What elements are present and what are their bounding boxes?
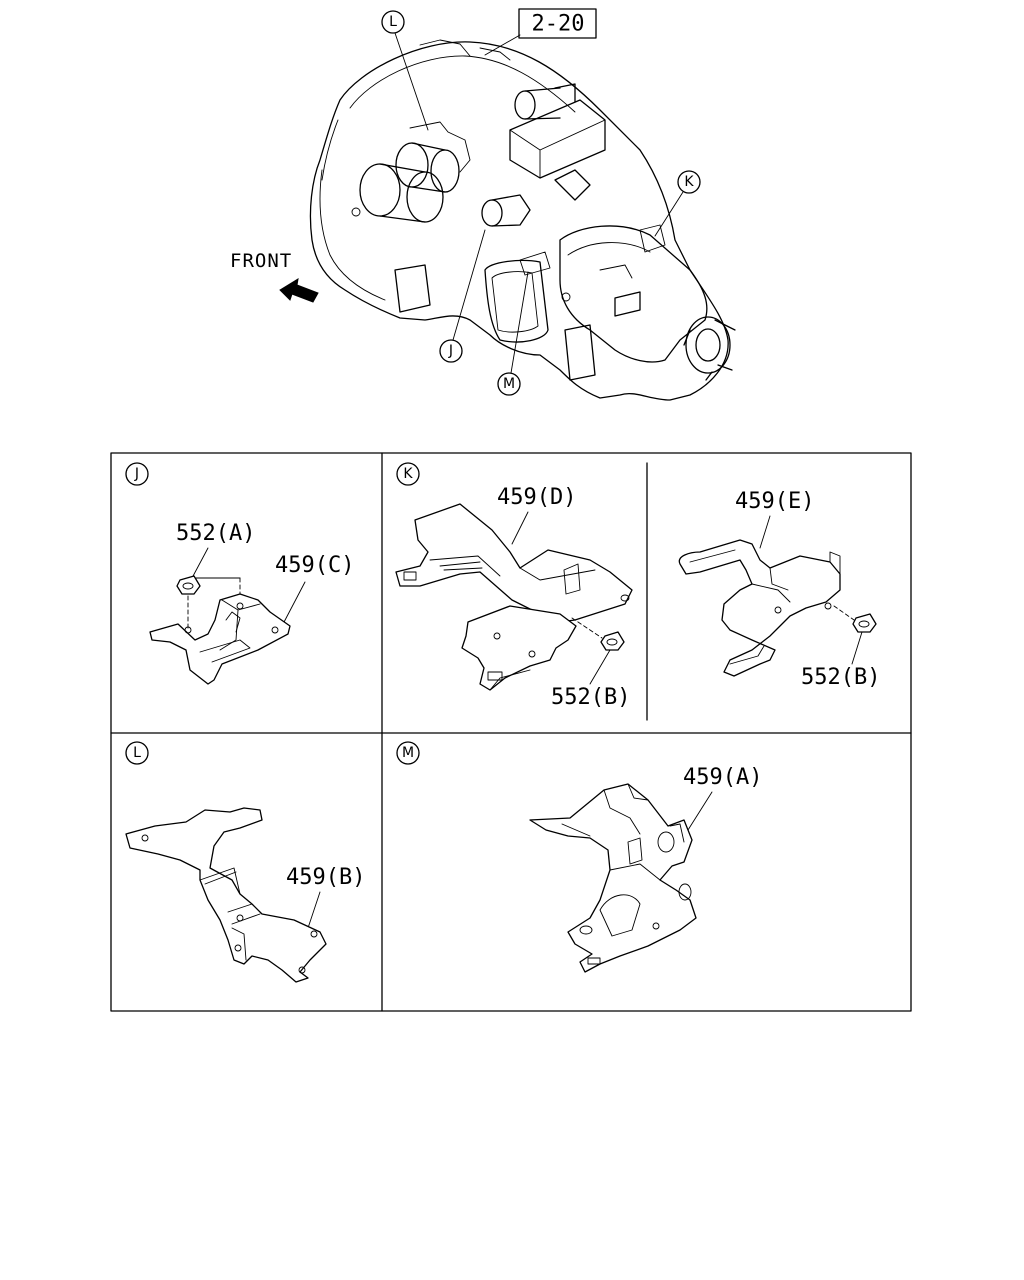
part-label: 459(B) [286,865,365,890]
part-label: 459(A) [683,765,762,790]
svg-text:K: K [684,174,694,190]
detail-grid [110,452,912,1012]
svg-text:L: L [389,14,397,30]
reference-box: 2-20 [484,8,597,56]
panel-M: M 459(A) [396,741,762,973]
panel-J-letter: J [134,466,139,482]
front-label: FRONT [230,250,292,272]
part-label: 459(D) [497,485,576,510]
callout-K: K [654,170,701,237]
panel-J: J 552(A) 459(C) [125,462,354,685]
front-arrow-icon [279,278,319,303]
part-label: 459(E) [735,489,814,514]
panel-M-letter: M [402,745,414,761]
svg-text:M: M [503,376,515,392]
callout-L: L [381,10,429,131]
part-label: 552(B) [801,665,880,690]
panel-K-letter: K [403,466,413,482]
panel-L: L 459(B) [125,741,365,983]
transmission-overview [309,39,736,401]
panel-L-letter: L [133,745,141,761]
panel-K-right: 459(E) 552(B) [678,489,880,690]
reference-number: 2-20 [532,12,585,37]
callout-M: M [497,271,529,396]
front-indicator: FRONT [230,250,319,303]
part-label: 552(A) [176,521,255,546]
part-label: 552(B) [551,685,630,710]
callout-J: J [439,229,486,363]
svg-text:J: J [448,343,453,359]
panel-K: K 459(D) 552(B) [395,462,633,710]
part-label: 459(C) [275,553,354,578]
